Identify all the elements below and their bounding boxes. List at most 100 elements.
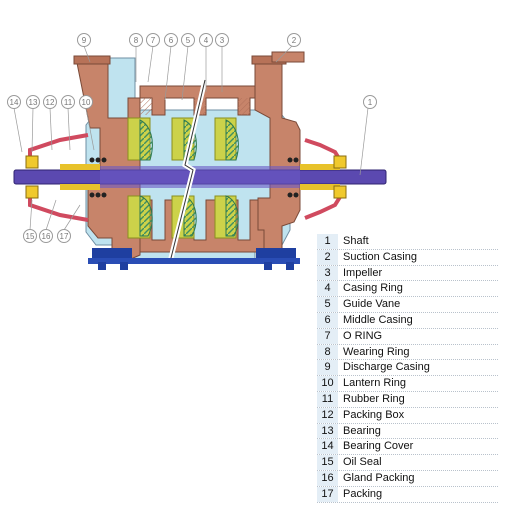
legend-label: Guide Vane	[343, 298, 401, 311]
callout-3: 3	[215, 33, 229, 47]
legend-number: 13	[317, 423, 338, 439]
legend-row: 17 Packing	[317, 486, 498, 503]
callout-11: 11	[61, 95, 75, 109]
callout-5: 5	[181, 33, 195, 47]
legend-row: 16 Gland Packing	[317, 470, 498, 487]
legend-number: 4	[317, 281, 338, 297]
callout-4: 4	[199, 33, 213, 47]
svg-text:4: 4	[204, 36, 209, 45]
legend-number: 1	[317, 234, 338, 249]
legend-row: 1 Shaft	[317, 234, 498, 250]
legend-row: 13 Bearing	[317, 423, 498, 440]
anchor-bolt	[264, 262, 272, 270]
anchor-bolt	[98, 262, 106, 270]
base-plate	[88, 258, 300, 264]
legend-row: 5 Guide Vane	[317, 297, 498, 313]
legend-label: Packing	[343, 487, 383, 500]
legend-number: 14	[317, 439, 338, 455]
callout-16: 16	[39, 229, 53, 243]
base-foot-left	[92, 248, 132, 258]
legend-number: 12	[317, 407, 338, 423]
shaft-sleeve	[300, 164, 340, 170]
svg-text:3: 3	[220, 36, 225, 45]
legend-row: 2 Suction Casing	[317, 249, 498, 266]
svg-text:10: 10	[82, 98, 91, 107]
legend-number: 7	[317, 328, 338, 344]
guide-vane	[139, 195, 153, 237]
casing-rib	[140, 98, 152, 115]
legend-number: 6	[317, 312, 338, 328]
callouts: 1 2 3 4 5 6 7 8 9 10 11 12 13 14 15 16 1…	[7, 33, 377, 243]
svg-text:13: 13	[29, 98, 38, 107]
legend-number: 9	[317, 360, 338, 376]
casing-rib	[238, 98, 250, 115]
legend-label: Casing Ring	[343, 282, 403, 295]
shaft-center-band	[100, 166, 300, 188]
svg-text:9: 9	[82, 36, 87, 45]
legend-label: Packing Box	[343, 408, 405, 421]
callout-17: 17	[57, 229, 71, 243]
svg-text:11: 11	[64, 98, 73, 107]
svg-text:15: 15	[26, 232, 35, 241]
legend-label: Wearing Ring	[343, 345, 410, 358]
legend-label: Middle Casing	[343, 313, 413, 326]
legend-row: 12 Packing Box	[317, 407, 498, 424]
legend-label: Bearing	[343, 424, 381, 437]
base-foot-right	[256, 248, 296, 258]
legend-row: 4 Casing Ring	[317, 281, 498, 298]
callout-12: 12	[43, 95, 57, 109]
legend-row: 6 Middle Casing	[317, 312, 498, 329]
shaft-sleeve	[60, 164, 100, 170]
legend-row: 11 Rubber Ring	[317, 391, 498, 408]
legend-label: Suction Casing	[343, 250, 417, 263]
callout-7: 7	[146, 33, 160, 47]
callout-leaders	[13, 45, 369, 231]
bearing-right	[333, 155, 347, 169]
legend-row: 9 Discharge Casing	[317, 360, 498, 377]
svg-text:2: 2	[292, 36, 297, 45]
callout-10: 10	[79, 95, 93, 109]
callout-15: 15	[23, 229, 37, 243]
svg-text:17: 17	[60, 232, 69, 241]
suction-casing-top-flange	[271, 51, 305, 63]
legend-number: 11	[317, 391, 338, 407]
bearing-left	[25, 155, 39, 169]
legend-number: 5	[317, 297, 338, 312]
callout-1: 1	[363, 95, 377, 109]
svg-text:1: 1	[368, 98, 373, 107]
legend-label: O RING	[343, 329, 383, 342]
callout-6: 6	[164, 33, 178, 47]
legend-number: 16	[317, 470, 338, 486]
legend-number: 2	[317, 249, 338, 265]
legend-number: 8	[317, 344, 338, 360]
legend-row: 7 O RING	[317, 328, 498, 345]
shaft-sleeve	[300, 184, 340, 190]
guide-vane	[225, 119, 239, 161]
svg-text:5: 5	[186, 36, 191, 45]
legend-label: Bearing Cover	[343, 440, 414, 453]
callout-13: 13	[26, 95, 40, 109]
svg-text:16: 16	[42, 232, 51, 241]
legend-label: Rubber Ring	[343, 392, 405, 405]
legend-number: 15	[317, 455, 338, 470]
svg-text:8: 8	[134, 36, 139, 45]
svg-text:12: 12	[46, 98, 55, 107]
bearing-left	[25, 185, 39, 199]
callout-8: 8	[129, 33, 143, 47]
legend-row: 8 Wearing Ring	[317, 344, 498, 361]
legend-label: Impeller	[343, 266, 383, 279]
legend-label: Discharge Casing	[343, 361, 430, 374]
gland-packing	[89, 157, 299, 198]
legend-label: Gland Packing	[343, 471, 415, 484]
guide-vane	[139, 119, 153, 161]
callout-2: 2	[287, 33, 301, 47]
legend-row: 14 Bearing Cover	[317, 439, 498, 456]
legend-number: 17	[317, 486, 338, 502]
guide-vane	[225, 195, 239, 237]
legend-label: Shaft	[343, 235, 369, 247]
shaft-sleeve	[60, 184, 100, 190]
